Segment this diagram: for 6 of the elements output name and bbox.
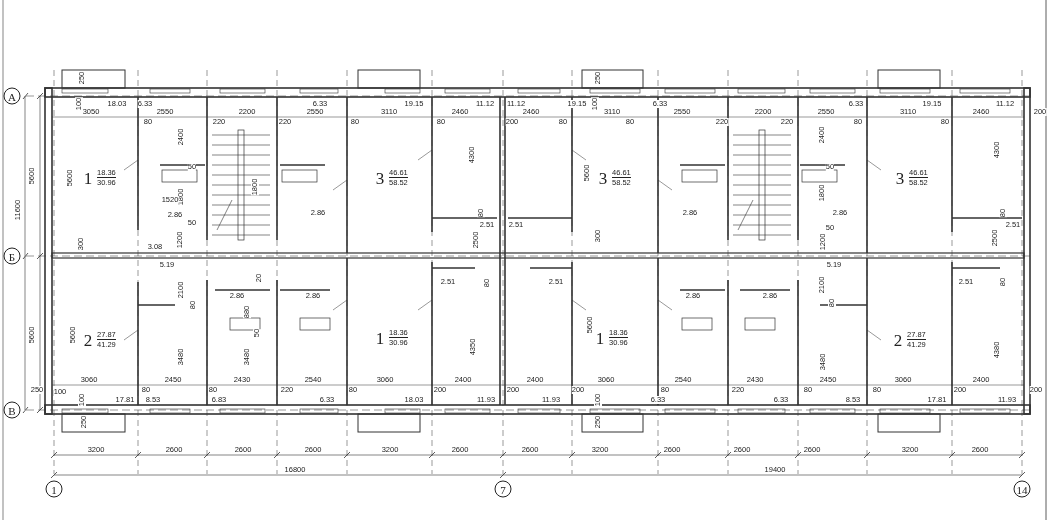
axis-marker: 7: [494, 480, 512, 498]
axis-marker: Б: [3, 247, 21, 265]
axis-marker: 1: [45, 480, 63, 498]
axis-marker: В: [3, 401, 21, 419]
axis-marker: 14: [1013, 480, 1031, 498]
axis-marker: А: [3, 87, 21, 105]
